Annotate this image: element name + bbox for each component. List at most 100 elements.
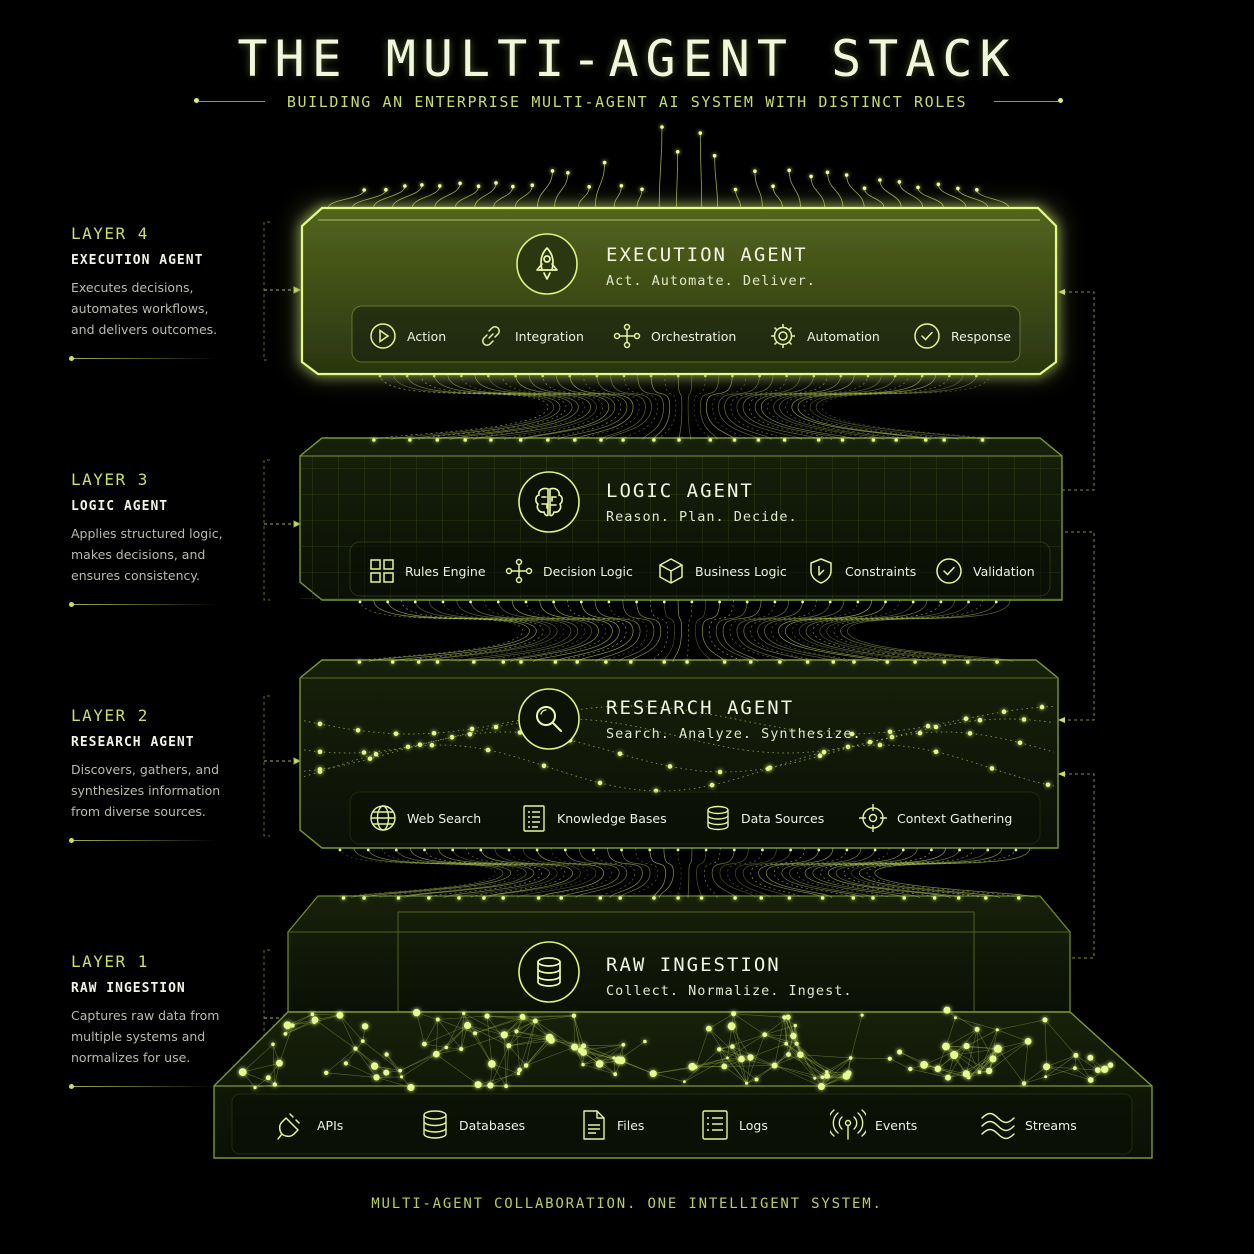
connection-line [779, 373, 897, 441]
network-link [573, 1015, 582, 1051]
inter-layer-connections [338, 373, 1037, 900]
network-link [719, 1049, 742, 1060]
connection-node [817, 848, 821, 852]
network-node [290, 1023, 295, 1028]
connection-line [339, 847, 496, 899]
connection-line [791, 599, 906, 663]
capability-label: Streams [1025, 1117, 1077, 1133]
wave-node [989, 766, 995, 771]
network-link [923, 1045, 967, 1066]
wave-node [933, 749, 939, 755]
network-link [945, 1046, 967, 1075]
connection-node [599, 438, 603, 442]
connector-node [878, 178, 882, 182]
connection-line [687, 847, 693, 899]
connector-line [676, 151, 679, 209]
network-node [745, 1081, 749, 1085]
connection-line [734, 847, 777, 899]
connector-node [809, 174, 813, 179]
network-link [727, 1013, 734, 1058]
network-node [361, 1023, 369, 1030]
layer-name: RESEARCH AGENT [71, 735, 195, 750]
wave-node [887, 729, 893, 735]
layer-description: Discovers, gathers, and synthesizes info… [71, 759, 251, 822]
connection-line [470, 599, 579, 663]
connection-line [618, 599, 655, 663]
connection-line [686, 599, 693, 663]
connector-node [712, 153, 717, 158]
connection-line [452, 847, 558, 899]
network-link [355, 1048, 387, 1073]
capability-label: Databases [459, 1117, 526, 1133]
network-link [899, 1051, 939, 1070]
connection-node [871, 896, 875, 900]
network-link [583, 1044, 624, 1047]
network-link [695, 1028, 710, 1068]
connection-line [484, 599, 586, 663]
network-node [373, 1074, 380, 1081]
cube-icon [659, 558, 683, 584]
network-node [688, 1062, 697, 1071]
network-link [708, 1028, 742, 1060]
connection-node [994, 600, 998, 604]
wave-node [667, 764, 673, 769]
connector-line [391, 184, 423, 209]
connector-node [862, 186, 867, 190]
network-node [370, 1062, 379, 1070]
layer-description: Executes decisions, automates workflows,… [71, 277, 251, 340]
connection-node [732, 848, 736, 852]
connection-node [873, 848, 877, 852]
connection-line [797, 373, 937, 441]
network-link [376, 1077, 411, 1088]
network-link [549, 1037, 584, 1047]
network-link [326, 1072, 377, 1078]
network-link [1075, 1055, 1098, 1071]
connection-line [368, 599, 530, 663]
connection-line [765, 847, 834, 899]
network-node [613, 1072, 618, 1077]
network-link [460, 1025, 468, 1050]
network-link [345, 1063, 377, 1078]
connection-node [575, 660, 579, 664]
network-link [400, 1047, 447, 1071]
connection-node [408, 438, 412, 442]
network-node [487, 1082, 494, 1089]
capability-label: Integration [515, 328, 584, 344]
connection-node [441, 600, 445, 604]
wave-node [933, 724, 939, 730]
network-link [254, 1084, 275, 1088]
network-link [508, 1020, 536, 1047]
capability-label: Validation [973, 563, 1035, 579]
capability-context-gathering: Context Gathering [858, 801, 1012, 835]
connection-line [704, 847, 721, 899]
capability-logs: Logs [700, 1108, 768, 1142]
connection-line [619, 847, 651, 899]
network-link [573, 1015, 575, 1048]
gear-icon [771, 324, 795, 348]
connection-node [685, 660, 689, 664]
capability-web-search: Web Search [368, 801, 481, 835]
network-node [581, 1062, 585, 1067]
connection-node [435, 660, 440, 664]
network-link [814, 1075, 847, 1079]
network-link [504, 1020, 536, 1036]
network-link [522, 1015, 574, 1017]
wave-node [845, 744, 851, 750]
network-link [731, 1026, 742, 1060]
connector-node [403, 184, 407, 188]
network-link [966, 1029, 998, 1047]
wave-node [817, 753, 823, 759]
connection-node [536, 896, 541, 900]
network-node [523, 1063, 529, 1068]
network-link [954, 1048, 998, 1056]
network-link [719, 1034, 765, 1050]
network-link [287, 1014, 313, 1026]
connection-line [708, 599, 741, 663]
network-node [754, 1077, 759, 1082]
connector-line [554, 172, 569, 209]
capability-streams: Streams [980, 1108, 1077, 1142]
network-link [727, 1057, 757, 1080]
network-node [283, 1021, 292, 1030]
network-link [785, 1017, 789, 1044]
wave-node [469, 726, 475, 732]
